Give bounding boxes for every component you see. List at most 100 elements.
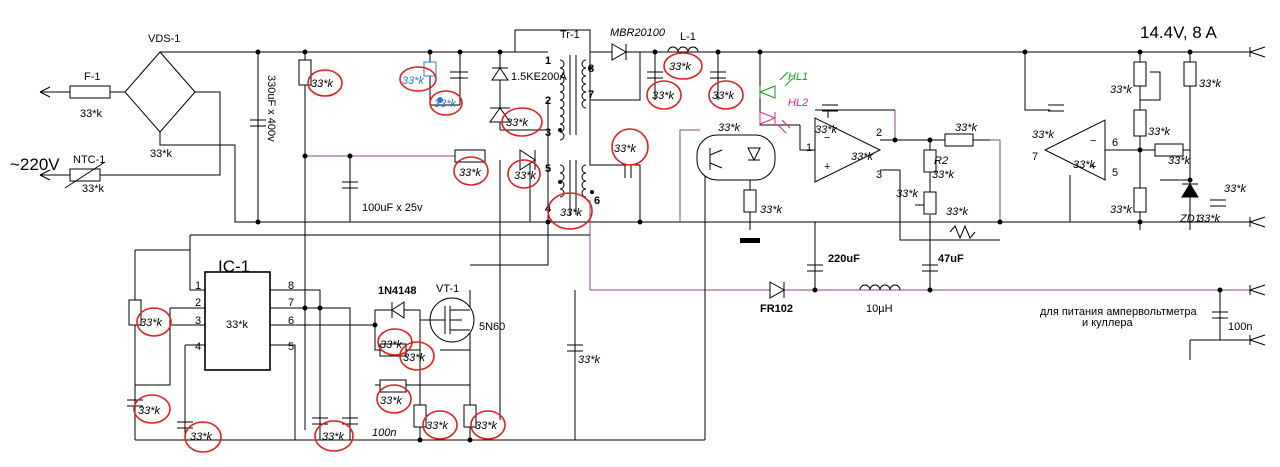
- value-label: 33*k: [380, 339, 403, 351]
- transformer: Tr-1 1 2 3 8 7 5 4 6: [545, 29, 600, 215]
- value-label: 33*k: [434, 98, 457, 110]
- bridge-label: VDS-1: [148, 33, 180, 45]
- ic-label: IC-1: [218, 257, 250, 276]
- value-label: 33*k: [946, 206, 969, 218]
- value-label: 33*k: [718, 122, 741, 134]
- value-label: 33*k: [140, 317, 163, 329]
- value-label: 33*k: [475, 420, 498, 432]
- led-hl1: HL1: [758, 71, 808, 99]
- value-label: 33*k: [380, 395, 403, 407]
- rect-label: MBR20100: [610, 27, 666, 39]
- d1-label: 1N4148: [378, 285, 417, 297]
- ic-pin-8: 8: [288, 280, 294, 292]
- value-label: 33*k: [712, 90, 735, 102]
- output-inductor: L-1: [667, 31, 699, 53]
- opamp-1: − + 1 2 3: [806, 104, 882, 183]
- value-label: 33*k: [138, 405, 161, 417]
- mains-label: ~220V: [10, 155, 60, 174]
- opamp1-pin1: 1: [806, 142, 812, 154]
- feedback-resistor: [944, 133, 976, 240]
- mains-input: ~220V: [10, 86, 60, 181]
- diode-bridge: VDS-1 33*k: [148, 33, 180, 160]
- value-label: 33*k: [190, 431, 213, 443]
- gate-network: 1N4148: [378, 285, 477, 428]
- ntc-thermistor: NTC-1 33*k: [64, 154, 105, 195]
- opamp2-plus: +: [1090, 161, 1096, 173]
- value-label: 33*k: [506, 117, 529, 129]
- mosfet-part-label: 5N60: [479, 321, 505, 333]
- value-label: 33*k: [322, 431, 345, 443]
- r2-label: R2: [934, 155, 948, 167]
- tr-pin-8: 8: [588, 63, 594, 75]
- fuse-label: F-1: [84, 71, 101, 83]
- tvs-label: 1.5KE200A: [511, 71, 567, 83]
- aux-inductor-label: 10µH: [866, 303, 893, 315]
- junctions: [255, 49, 1223, 443]
- tr-pin-3: 3: [545, 127, 551, 139]
- value-label: 33*k: [1032, 129, 1055, 141]
- value-label: 33*k: [459, 167, 482, 179]
- tr-pin-7: 7: [588, 89, 594, 101]
- value-label: 33*k: [1110, 84, 1133, 96]
- value-label: 33*k: [896, 188, 919, 200]
- c100n-out-label: 100n: [1228, 321, 1252, 333]
- value-label: 33*k: [1110, 204, 1133, 216]
- ic-pin-3: 3: [195, 315, 201, 327]
- opamp-2: − + 6 5 7: [1032, 104, 1118, 181]
- aux-note-line2: и куллера: [1082, 317, 1133, 329]
- opamp2-pin5: 5: [1112, 167, 1118, 179]
- annotation-circles: [133, 52, 744, 453]
- output-rating: 14.4V, 8 A: [1140, 23, 1218, 42]
- zd1-label: ZD1: [1179, 213, 1201, 225]
- snubber-cap: [567, 165, 632, 352]
- startup-resistor: [298, 59, 312, 86]
- value-label: 33*k: [1199, 78, 1222, 90]
- value-label: 33*k: [1224, 183, 1247, 195]
- opamp1-pin2: 2: [876, 127, 882, 139]
- opamp2-pin6: 6: [1112, 137, 1118, 149]
- wires: [40, 29, 1266, 441]
- tr-pin-1: 1: [545, 55, 551, 67]
- value-label: 33*k: [1073, 159, 1096, 171]
- ic-pin-6: 6: [288, 315, 294, 327]
- zener-diode: ZD1: [1179, 183, 1226, 225]
- ic-pin-4: 4: [195, 341, 201, 353]
- inductor-label: L-1: [680, 31, 696, 43]
- r2-resistor: R2: [923, 149, 948, 173]
- vt1-label: VT-1: [436, 283, 459, 295]
- value-label: 33*k: [403, 352, 426, 364]
- value-label: 33*k: [311, 78, 334, 90]
- divider-network: [1133, 61, 1197, 213]
- value-label: 33*k: [426, 420, 449, 432]
- c47-label: 47uF: [938, 253, 964, 265]
- clamp-network: 1.5KE200A: [423, 61, 567, 123]
- fuse-value: 33*k: [80, 108, 103, 120]
- value-label: 33*k: [402, 75, 425, 87]
- hl1-label: HL1: [788, 71, 808, 83]
- value-label: 33*k: [578, 354, 601, 366]
- value-label: 33*k: [815, 124, 838, 136]
- value-label: 33*k: [760, 204, 783, 216]
- value-label: 33*k: [669, 61, 692, 73]
- value-label: 33*k: [851, 151, 874, 163]
- mosfet: VT-1 5N60: [420, 283, 505, 343]
- ic-pin-2: 2: [195, 297, 201, 309]
- bulk-cap-label: 330uF x 400v: [265, 75, 277, 142]
- opamp2-minus: −: [1090, 135, 1096, 147]
- bulk-capacitor: 330uF x 400v: [250, 75, 277, 142]
- unknown-value-labels: 33*k 33*k 33*k 33*k 33*k 33*k 33*k 33*k …: [138, 61, 1247, 443]
- rectifier-diode: MBR20100: [610, 27, 666, 61]
- aux-note-line1: для питания ампервольтметра: [1040, 306, 1197, 318]
- value-label: 33*k: [1168, 155, 1191, 167]
- tr-pin-5: 5: [545, 163, 551, 175]
- opamp1-minus: −: [824, 132, 830, 144]
- value-label: 33*k: [614, 143, 637, 155]
- led-hl2: HL2: [759, 97, 808, 134]
- tr-pin-6: 6: [594, 195, 600, 207]
- trimmer-1: [915, 191, 937, 215]
- fuse: F-1 33*k: [69, 71, 111, 120]
- opamp2-pin7: 7: [1032, 151, 1038, 163]
- fr102-label: FR102: [760, 303, 793, 315]
- vcc-cap-label: 100uF x 25v: [362, 202, 423, 214]
